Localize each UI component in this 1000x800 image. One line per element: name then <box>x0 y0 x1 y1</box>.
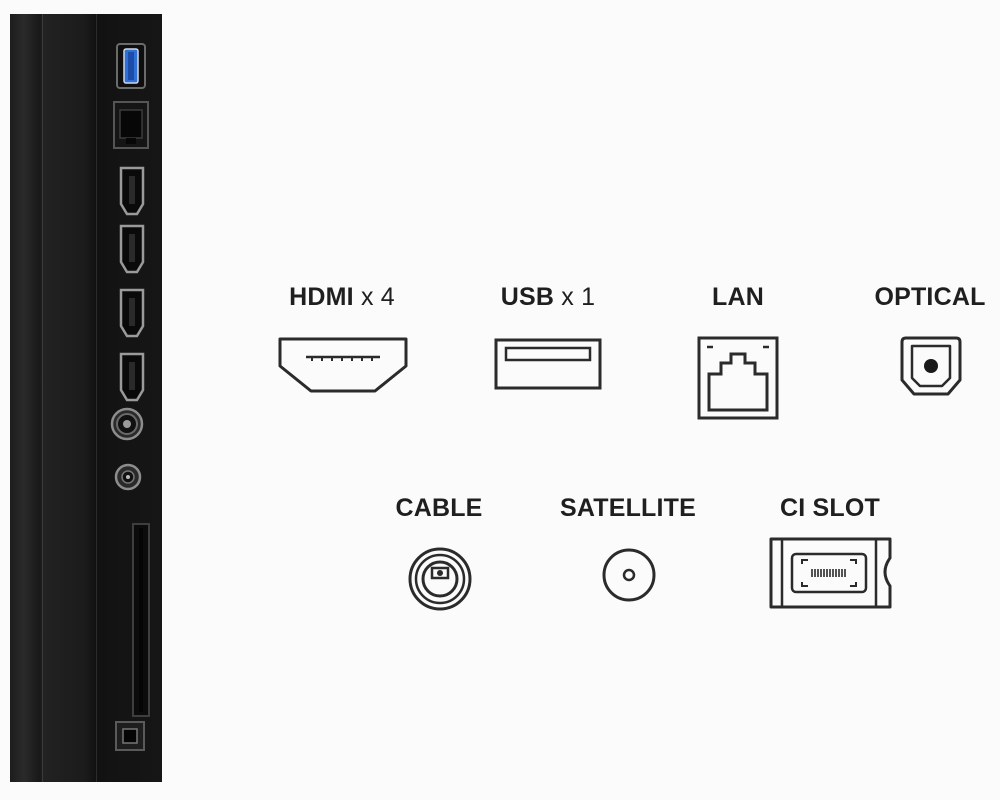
usb-label: USB x 1 <box>500 283 596 311</box>
tv-lan-port-icon <box>112 100 150 150</box>
tv-ci-slot-icon <box>131 522 151 718</box>
cable-label: CABLE <box>395 494 483 522</box>
tv-hdmi-port-4-icon <box>116 350 148 404</box>
tv-hdmi-port-2-icon <box>116 222 148 276</box>
tv-optical-port-icon <box>114 720 146 752</box>
lan-label: LAN <box>712 283 764 311</box>
tv-side-panel <box>10 14 162 782</box>
tv-cable-port-icon <box>109 406 145 442</box>
usb-port-icon <box>494 338 602 390</box>
hdmi-port-icon <box>278 336 408 394</box>
tv-hdmi-port-1-icon <box>116 164 148 218</box>
ethernet-port-icon <box>697 336 779 420</box>
coaxial-cable-port-icon <box>407 546 473 612</box>
tv-hdmi-port-3-icon <box>116 286 148 340</box>
optical-label: OPTICAL <box>874 283 986 311</box>
tv-satellite-port-icon <box>114 462 142 492</box>
tv-usb-port-icon <box>115 42 147 90</box>
hdmi-label: HDMI x 4 <box>289 283 395 311</box>
satellite-port-icon <box>601 547 657 603</box>
satellite-label: SATELLITE <box>559 494 697 522</box>
optical-port-icon <box>900 336 962 396</box>
ci-slot-label: CI SLOT <box>779 494 881 522</box>
ci-slot-icon <box>768 536 894 610</box>
